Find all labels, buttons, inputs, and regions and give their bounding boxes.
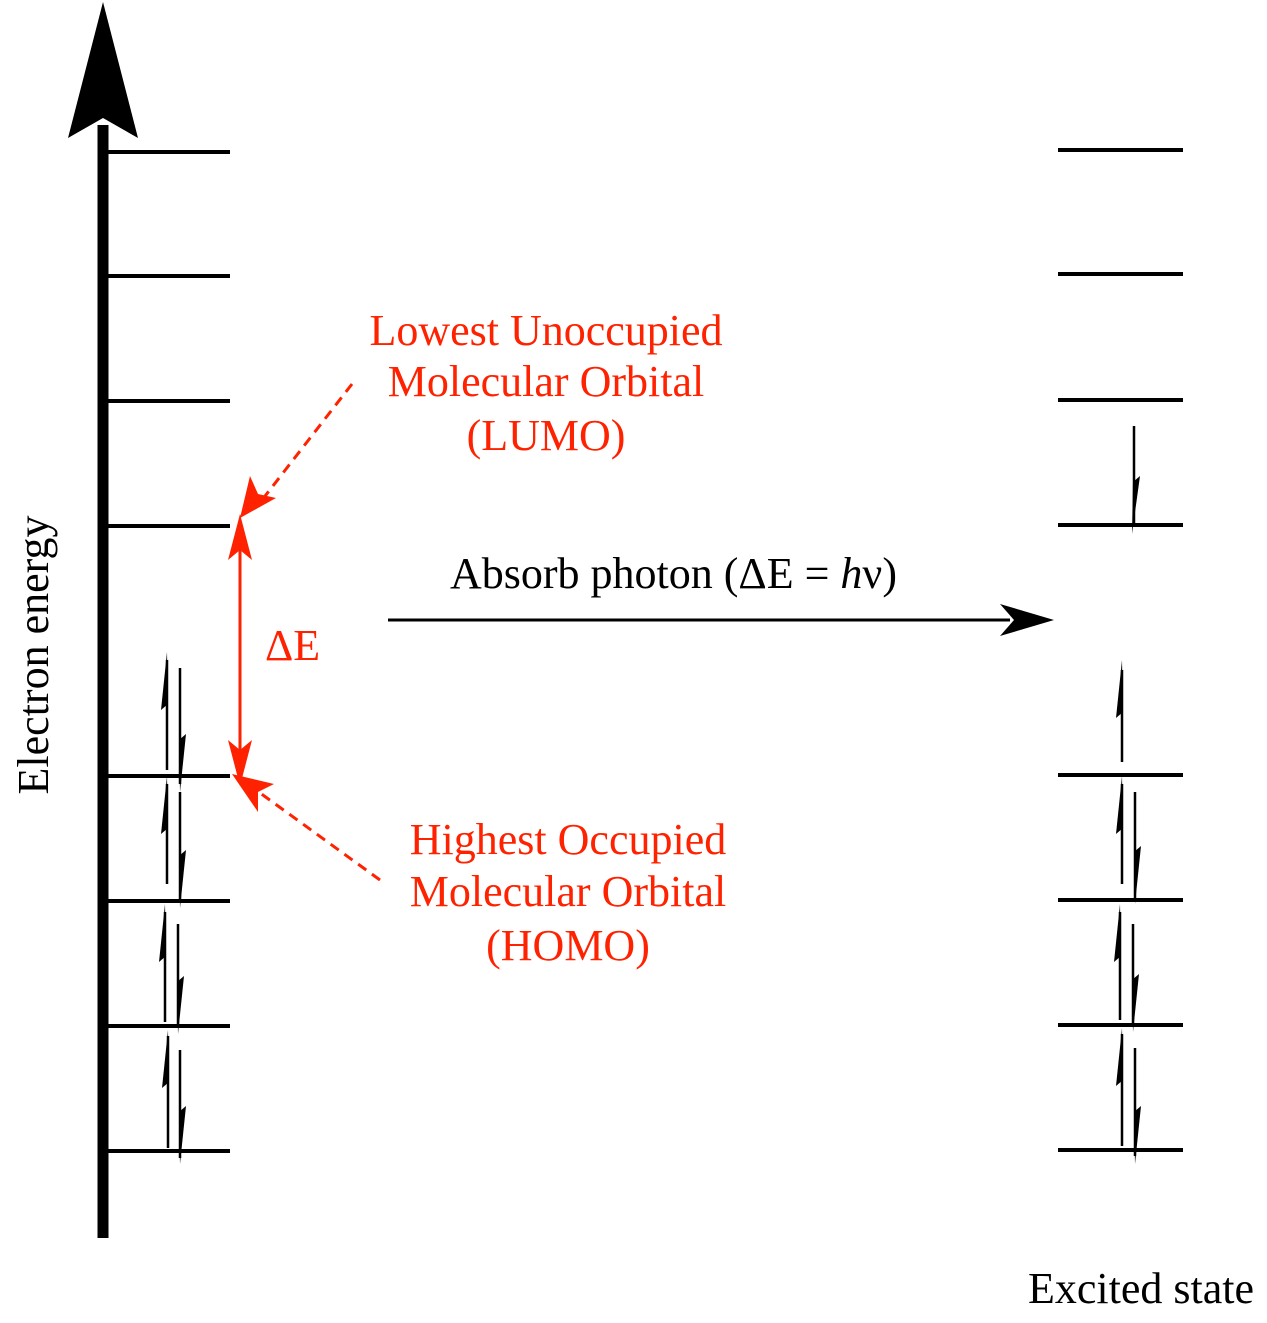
electron-pair [1114,904,1139,1032]
energy-gap-arrow [228,514,252,786]
transition-label: Absorb photon (ΔE = hν) [450,549,897,598]
ground-state-electrons [159,652,186,1164]
spin-down-arrow [179,850,186,908]
spin-down-arrow [1132,974,1139,1032]
spin-up-arrow [161,776,168,834]
transition-label-suffix: ν) [862,549,897,598]
spin-up-arrow [161,652,168,710]
promoted-electron [1132,426,1140,534]
electron-pair [159,904,184,1034]
spin-up-arrow [1114,904,1121,962]
transition-arrow [388,604,1054,636]
spin-down-arrow [177,976,184,1034]
homo-pointer [232,774,381,882]
spin-up-arrow [1116,660,1123,718]
lumo-pointer [240,383,354,518]
spin-down-arrow [1132,476,1140,534]
homo-label-line3: (HOMO) [486,921,650,970]
excited-state-electrons [1114,426,1141,1164]
lumo-label-line2: Molecular Orbital [388,357,704,406]
energy-axis-arrowhead [68,2,138,138]
excited-state-label: Excited state [1028,1264,1254,1313]
gap-arrowhead-down [228,740,252,786]
electron-pair [161,776,186,908]
electron-pair [161,652,186,792]
spin-up-arrow [162,1030,169,1088]
gap-arrowhead-up [228,514,252,560]
remaining-electron [1116,660,1124,762]
lumo-label: Lowest Unoccupied Molecular Orbital (LUM… [369,306,722,460]
transition-label-prefix: Absorb photon (ΔE = [450,549,840,598]
spin-down-arrow [1134,1106,1141,1164]
excited-state-levels [1058,148,1183,1152]
spin-up-arrow [1116,1028,1123,1086]
spin-up-arrow [1116,776,1123,834]
homo-label-line2: Molecular Orbital [410,867,726,916]
spin-down-arrow [179,734,186,792]
electron-pair [162,1030,186,1164]
transition-label-h: h [840,549,862,598]
electron-pair [1116,1028,1141,1164]
energy-axis [68,2,138,1238]
axis-label: Electron energy [9,516,58,795]
electron-pair [1116,776,1141,904]
ground-state-levels [108,150,230,1153]
homo-label: Highest Occupied Molecular Orbital (HOMO… [410,815,726,970]
spin-up-arrow [159,904,166,962]
lumo-label-line1: Lowest Unoccupied [369,306,722,355]
homo-label-line1: Highest Occupied [410,815,726,864]
spin-down-arrow [1134,846,1141,904]
lumo-label-line3: (LUMO) [467,411,626,460]
spin-down-arrow [179,1106,186,1164]
energy-gap-label: ΔE [265,621,320,670]
